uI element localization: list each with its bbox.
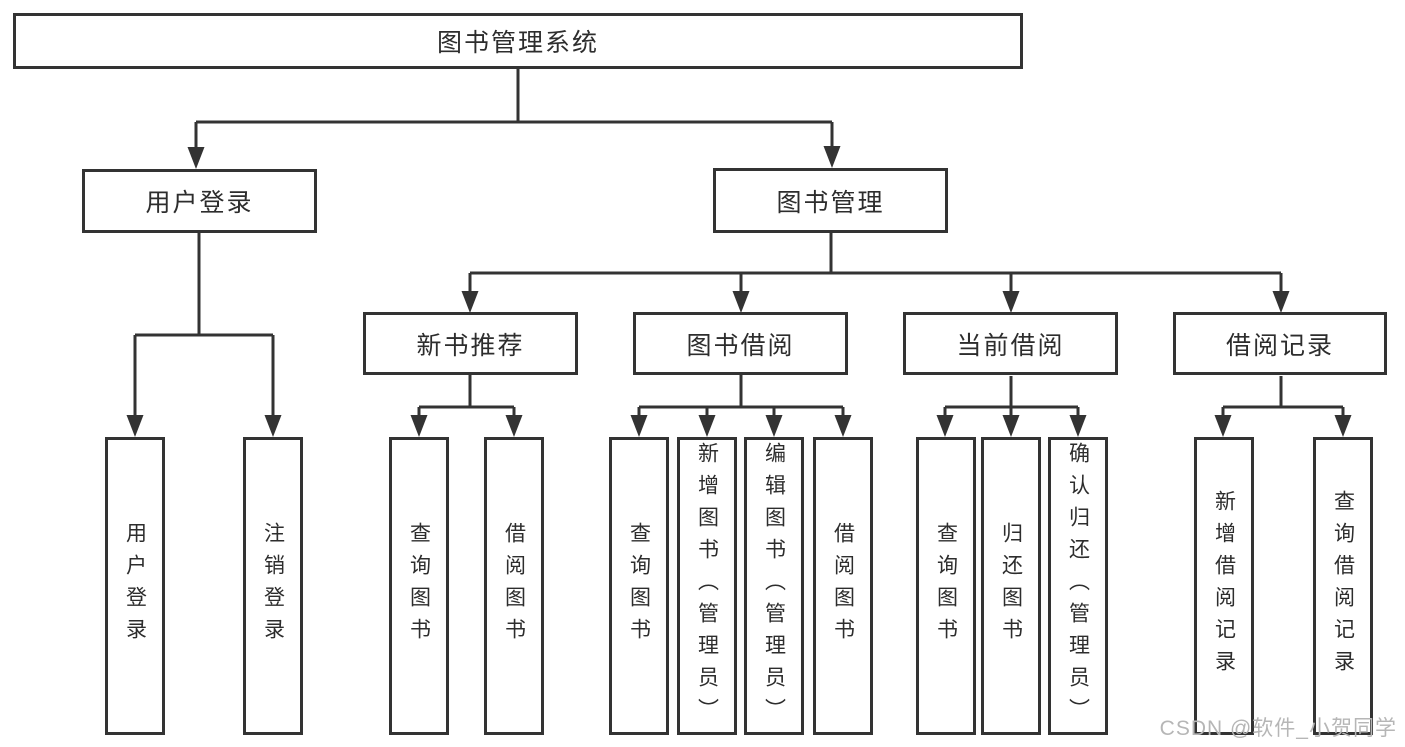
branch-book-management-label: 图书管理: [776, 188, 885, 217]
leaf-borrow-books-2: 借阅图书: [813, 437, 873, 735]
leaf-return-book: 归还图书: [981, 437, 1041, 735]
leaf-add-borrow-record-label: 新增借阅记录: [1212, 490, 1236, 682]
leaf-borrow-books-2-label: 借阅图书: [831, 522, 855, 650]
leaf-borrow-books-1-label: 借阅图书: [502, 522, 526, 650]
group-borrow-records: 借阅记录: [1173, 312, 1387, 375]
group-current-borrow: 当前借阅: [903, 312, 1118, 375]
branch-user-login-label: 用户登录: [145, 189, 254, 217]
leaf-edit-book-admin: 编辑图书（管理员）: [744, 437, 804, 735]
node-root: 图书管理系统: [13, 13, 1023, 69]
group-borrow-records-label: 借阅记录: [1225, 331, 1334, 360]
leaf-logout-label: 注销登录: [261, 522, 285, 650]
leaf-query-books-1: 查询图书: [389, 437, 449, 735]
leaf-confirm-return-admin-label: 确认归还（管理员）: [1066, 442, 1090, 730]
leaf-query-borrow-record: 查询借阅记录: [1313, 437, 1373, 735]
group-current-borrow-label: 当前借阅: [956, 331, 1065, 360]
leaf-add-book-admin-label: 新增图书（管理员）: [695, 442, 719, 730]
leaf-add-borrow-record: 新增借阅记录: [1194, 437, 1254, 735]
csdn-watermark: CSDN @软件_小贺同学: [1159, 717, 1397, 740]
group-new-book-recommend-label: 新书推荐: [416, 331, 525, 360]
leaf-return-book-label: 归还图书: [999, 522, 1023, 650]
node-root-label: 图书管理系统: [436, 29, 599, 57]
leaf-user-login-label: 用户登录: [123, 522, 147, 650]
leaf-query-books-3-label: 查询图书: [934, 522, 958, 650]
branch-user-login: 用户登录: [82, 169, 317, 233]
group-book-borrow-label: 图书借阅: [686, 331, 795, 360]
branch-book-management: 图书管理: [713, 168, 948, 233]
leaf-query-books-3: 查询图书: [916, 437, 976, 735]
leaf-query-books-1-label: 查询图书: [407, 522, 431, 650]
connector-paths: [133, 69, 1345, 418]
leaf-add-book-admin: 新增图书（管理员）: [677, 437, 737, 735]
leaf-confirm-return-admin: 确认归还（管理员）: [1048, 437, 1108, 735]
leaf-query-borrow-record-label: 查询借阅记录: [1331, 490, 1355, 682]
leaf-user-login: 用户登录: [105, 437, 165, 735]
leaf-edit-book-admin-label: 编辑图书（管理员）: [762, 442, 786, 730]
arrowheads: [126, 146, 1352, 437]
leaf-query-books-2-label: 查询图书: [627, 522, 651, 650]
group-new-book-recommend: 新书推荐: [363, 312, 578, 375]
group-book-borrow: 图书借阅: [633, 312, 848, 375]
leaf-logout: 注销登录: [243, 437, 303, 735]
leaf-borrow-books-1: 借阅图书: [484, 437, 544, 735]
leaf-query-books-2: 查询图书: [609, 437, 669, 735]
